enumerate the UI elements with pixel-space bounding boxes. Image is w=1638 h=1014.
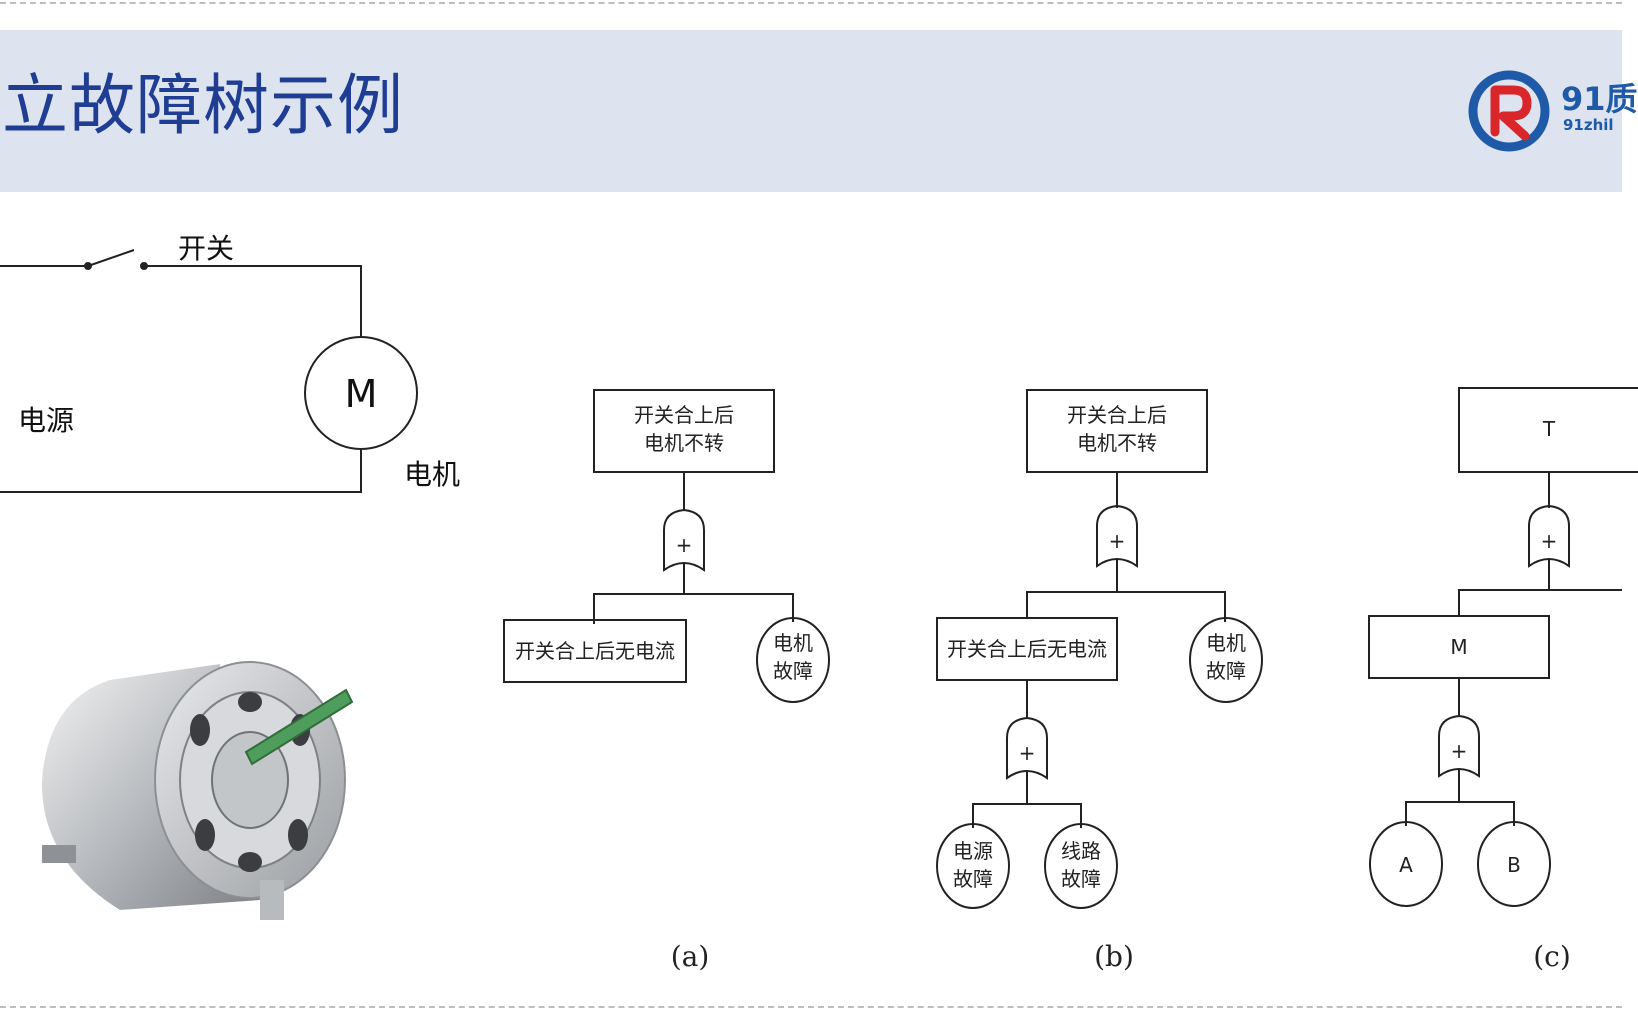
tree-b-basic-event: [1189, 617, 1263, 703]
motor-label: 电机: [404, 458, 460, 491]
logo-text-sub: 91zhil: [1563, 116, 1614, 134]
fault-tree-c: [1368, 387, 1638, 907]
switch-contact-left: [84, 262, 92, 270]
tree-a-left-event-text: 开关合上后无电流: [515, 639, 675, 663]
tree-b-leaf1-line2: 故障: [953, 867, 993, 891]
tree-a-right-line1: 电机: [773, 631, 813, 655]
fault-tree-b: [936, 389, 1263, 909]
tree-b-or-gate: [1096, 504, 1138, 568]
motor-symbol-circle: [304, 336, 418, 450]
switch-label: 开关: [178, 232, 234, 265]
fault-tree-a: [503, 389, 830, 703]
tree-b-top-line2: 电机不转: [1077, 431, 1157, 455]
tree-c-gate2-symbol: +: [1451, 739, 1468, 763]
tree-a-basic-event: [756, 617, 830, 703]
wire-bottom: [0, 450, 362, 493]
caption-c: (c): [1533, 940, 1571, 973]
tree-b-right-line2: 故障: [1206, 659, 1246, 683]
brand-logo: 91质 91zhil: [1465, 66, 1638, 156]
tree-c-top-text: T: [1542, 417, 1556, 441]
caption-a: (a): [671, 940, 710, 973]
top-dashed-divider: [0, 2, 1622, 4]
tree-c-gate-symbol: +: [1541, 529, 1558, 553]
tree-b-leaf2-line2: 故障: [1061, 867, 1101, 891]
switch-blade: [87, 249, 135, 267]
bottom-dashed-divider: [0, 1006, 1622, 1008]
switch-contact-right: [140, 262, 148, 270]
tree-c-middle-text: M: [1450, 635, 1467, 659]
tree-c-or-gate: [1528, 504, 1570, 568]
tree-a-or-gate: [663, 508, 705, 572]
tree-b-leaf2-line1: 线路: [1061, 839, 1101, 863]
tree-b-or-gate-2: [1006, 716, 1048, 780]
tree-c-leaf-a-text: A: [1399, 853, 1413, 877]
tree-b-gate-symbol: +: [1109, 529, 1126, 553]
tree-c-leaf-b-text: B: [1507, 853, 1521, 877]
tree-a-right-line2: 故障: [773, 659, 813, 683]
circuit-diagram: [0, 249, 418, 493]
motor-symbol-label: M: [345, 372, 378, 416]
slide-header-band: [0, 30, 1622, 192]
top-strip: [0, 0, 1622, 30]
motor-photo: [40, 660, 370, 930]
tree-c-leaf-b: [1477, 821, 1551, 907]
tree-b-leaf-power: [936, 823, 1010, 909]
tree-b-gate2-symbol: +: [1019, 741, 1036, 765]
tree-a-left-event: [503, 619, 687, 683]
tree-c-or-gate-2: [1438, 714, 1480, 778]
wire-top-right: [144, 265, 362, 336]
tree-a-gate-symbol: +: [676, 533, 693, 557]
logo-text-main: 91质: [1561, 80, 1638, 118]
tree-b-right-line1: 电机: [1206, 631, 1246, 655]
r-ring-logo-icon: [1468, 70, 1550, 152]
tree-b-leaf1-line1: 电源: [953, 839, 993, 863]
tree-b-leaf-line: [1044, 823, 1118, 909]
caption-b: (b): [1094, 940, 1134, 973]
tree-a-top-line1: 开关合上后: [634, 403, 734, 427]
tree-a-top-line2: 电机不转: [644, 431, 724, 455]
tree-b-middle-event-text: 开关合上后无电流: [947, 637, 1107, 661]
tree-c-leaf-a: [1369, 821, 1443, 907]
page-title: 立故障树示例: [2, 67, 404, 144]
tree-b-top-line1: 开关合上后: [1067, 403, 1167, 427]
source-label: 电源: [18, 404, 74, 437]
